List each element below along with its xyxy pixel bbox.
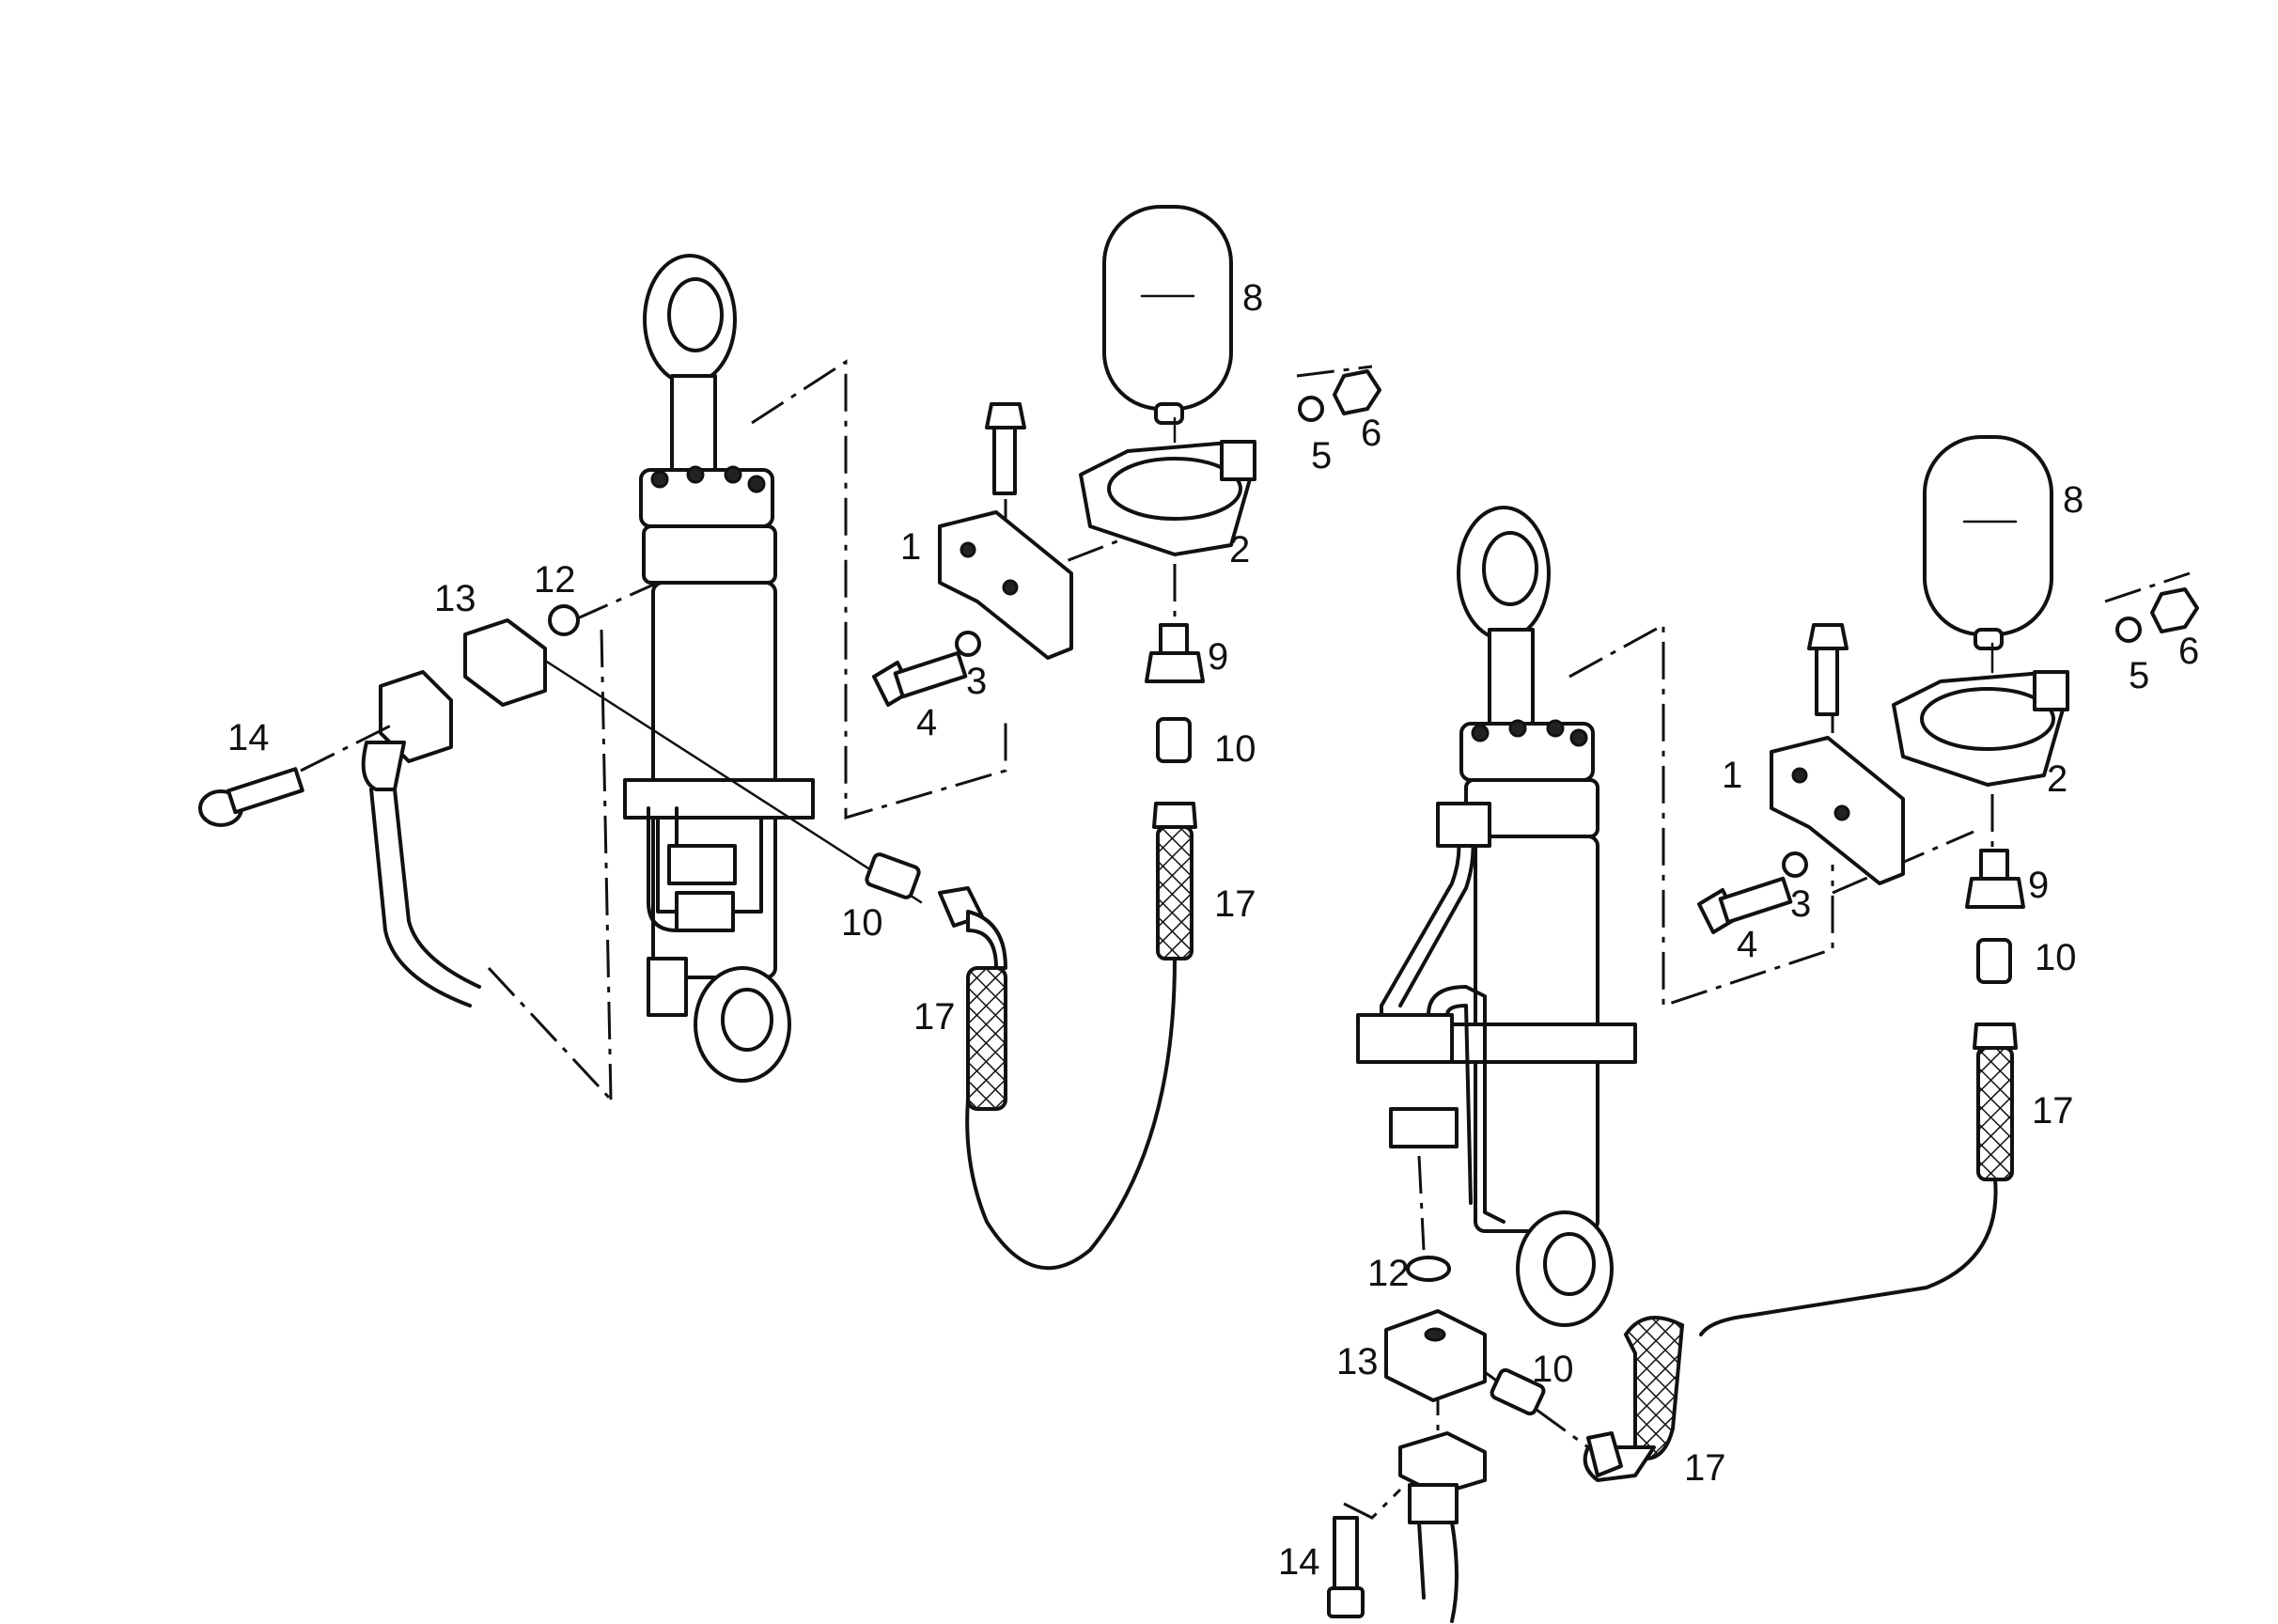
left-leader-fitting xyxy=(524,647,923,904)
left-leader-screw xyxy=(300,722,396,773)
right-label-bolt: 4 xyxy=(1737,924,1757,965)
left-fitting-vertical xyxy=(1156,717,1192,763)
left-assembly xyxy=(198,205,1381,1271)
left-label-bracket: 1 xyxy=(900,526,921,568)
left-flange-pipe xyxy=(361,670,481,1007)
right-fitting-vertical xyxy=(1976,938,2012,984)
left-clamp xyxy=(1079,440,1256,556)
right-leader-seal xyxy=(1417,1155,1426,1251)
left-washer-small xyxy=(955,631,981,657)
right-label-adapter: 9 xyxy=(2028,865,2049,906)
right-adapter xyxy=(1965,849,2025,909)
left-hose-side xyxy=(938,886,1007,1111)
left-label-hose-side: 17 xyxy=(913,996,956,1038)
left-leader-cylinder-base xyxy=(600,629,613,1101)
right-washer xyxy=(2115,617,2142,643)
left-label-adapter: 9 xyxy=(1208,636,1228,678)
left-accumulator xyxy=(1102,205,1233,425)
left-label-seal-ring: 12 xyxy=(534,559,576,601)
left-label-clamp: 2 xyxy=(1229,529,1250,570)
right-label-washer: 5 xyxy=(2129,655,2149,696)
right-washer-small xyxy=(1782,851,1808,878)
left-bolt xyxy=(872,650,968,707)
right-label-nut: 6 xyxy=(2178,631,2199,672)
right-seal-ring xyxy=(1406,1256,1451,1282)
left-bracket xyxy=(938,510,1073,660)
left-bolt-vertical xyxy=(985,402,1026,495)
left-flange-block xyxy=(463,618,547,707)
right-nut xyxy=(2150,587,2199,633)
right-label-flange-block: 13 xyxy=(1336,1341,1379,1382)
right-label-hose-side: 17 xyxy=(1684,1447,1726,1489)
left-leader-pipe xyxy=(487,966,613,1101)
right-screw xyxy=(1327,1516,1365,1618)
right-bracket xyxy=(1770,736,1905,885)
left-leader-clamp-washer xyxy=(1296,365,1373,378)
right-label-washer-small: 3 xyxy=(1790,883,1811,925)
part-labels: 1 2 3 4 5 6 8 9 10 10 12 13 14 17 17 1 2… xyxy=(227,277,2199,1583)
left-label-fitting-vertical: 10 xyxy=(1214,728,1256,770)
right-label-accumulator: 8 xyxy=(2063,479,2083,521)
left-seal-ring xyxy=(548,604,580,636)
right-label-seal-ring: 12 xyxy=(1367,1253,1410,1294)
right-accumulator xyxy=(1923,435,2053,650)
left-label-washer: 5 xyxy=(1311,435,1332,476)
left-screw xyxy=(198,767,304,827)
left-hydraulic-cylinder xyxy=(623,254,815,1083)
right-bolt xyxy=(1697,876,1793,934)
right-clamp xyxy=(1892,670,2069,787)
left-label-screw: 14 xyxy=(227,717,270,758)
right-flange-pipe xyxy=(1398,1431,1487,1623)
right-label-screw: 14 xyxy=(1278,1541,1320,1583)
right-label-fitting-vertical: 10 xyxy=(2035,937,2077,978)
right-leader-clamp-washer xyxy=(2104,571,2191,603)
right-label-hose-vertical: 17 xyxy=(2032,1090,2074,1132)
left-label-nut: 6 xyxy=(1361,413,1381,454)
right-leader-screw xyxy=(1343,1488,1402,1520)
left-label-washer-small: 3 xyxy=(966,661,987,702)
left-leader-cylinder-bracket xyxy=(751,359,1007,820)
right-bolt-vertical xyxy=(1807,623,1849,716)
right-hose-side xyxy=(1583,1316,1685,1482)
right-label-bracket: 1 xyxy=(1722,755,1742,796)
left-fitting-side xyxy=(865,852,921,899)
right-label-fitting-side: 10 xyxy=(1532,1349,1574,1390)
left-hose-vertical xyxy=(965,802,1197,1271)
left-label-flange-block: 13 xyxy=(434,578,476,619)
right-leader-cylinder-bracket xyxy=(1568,622,1834,1008)
right-assembly xyxy=(1327,435,2199,1623)
left-label-fitting-side: 10 xyxy=(841,902,883,944)
right-flange-block xyxy=(1384,1309,1487,1402)
left-leader-seal xyxy=(572,581,659,622)
left-label-accumulator: 8 xyxy=(1242,277,1263,319)
right-fitting-side xyxy=(1490,1367,1546,1416)
right-hydraulic-cylinder xyxy=(1356,506,1637,1327)
left-washer xyxy=(1298,396,1324,422)
right-label-clamp: 2 xyxy=(2047,758,2067,800)
left-adapter xyxy=(1145,623,1205,683)
right-hose-vertical xyxy=(1699,1023,2018,1336)
left-label-bolt: 4 xyxy=(916,702,937,743)
left-nut xyxy=(1333,369,1381,415)
left-label-hose-vertical: 17 xyxy=(1214,883,1256,925)
